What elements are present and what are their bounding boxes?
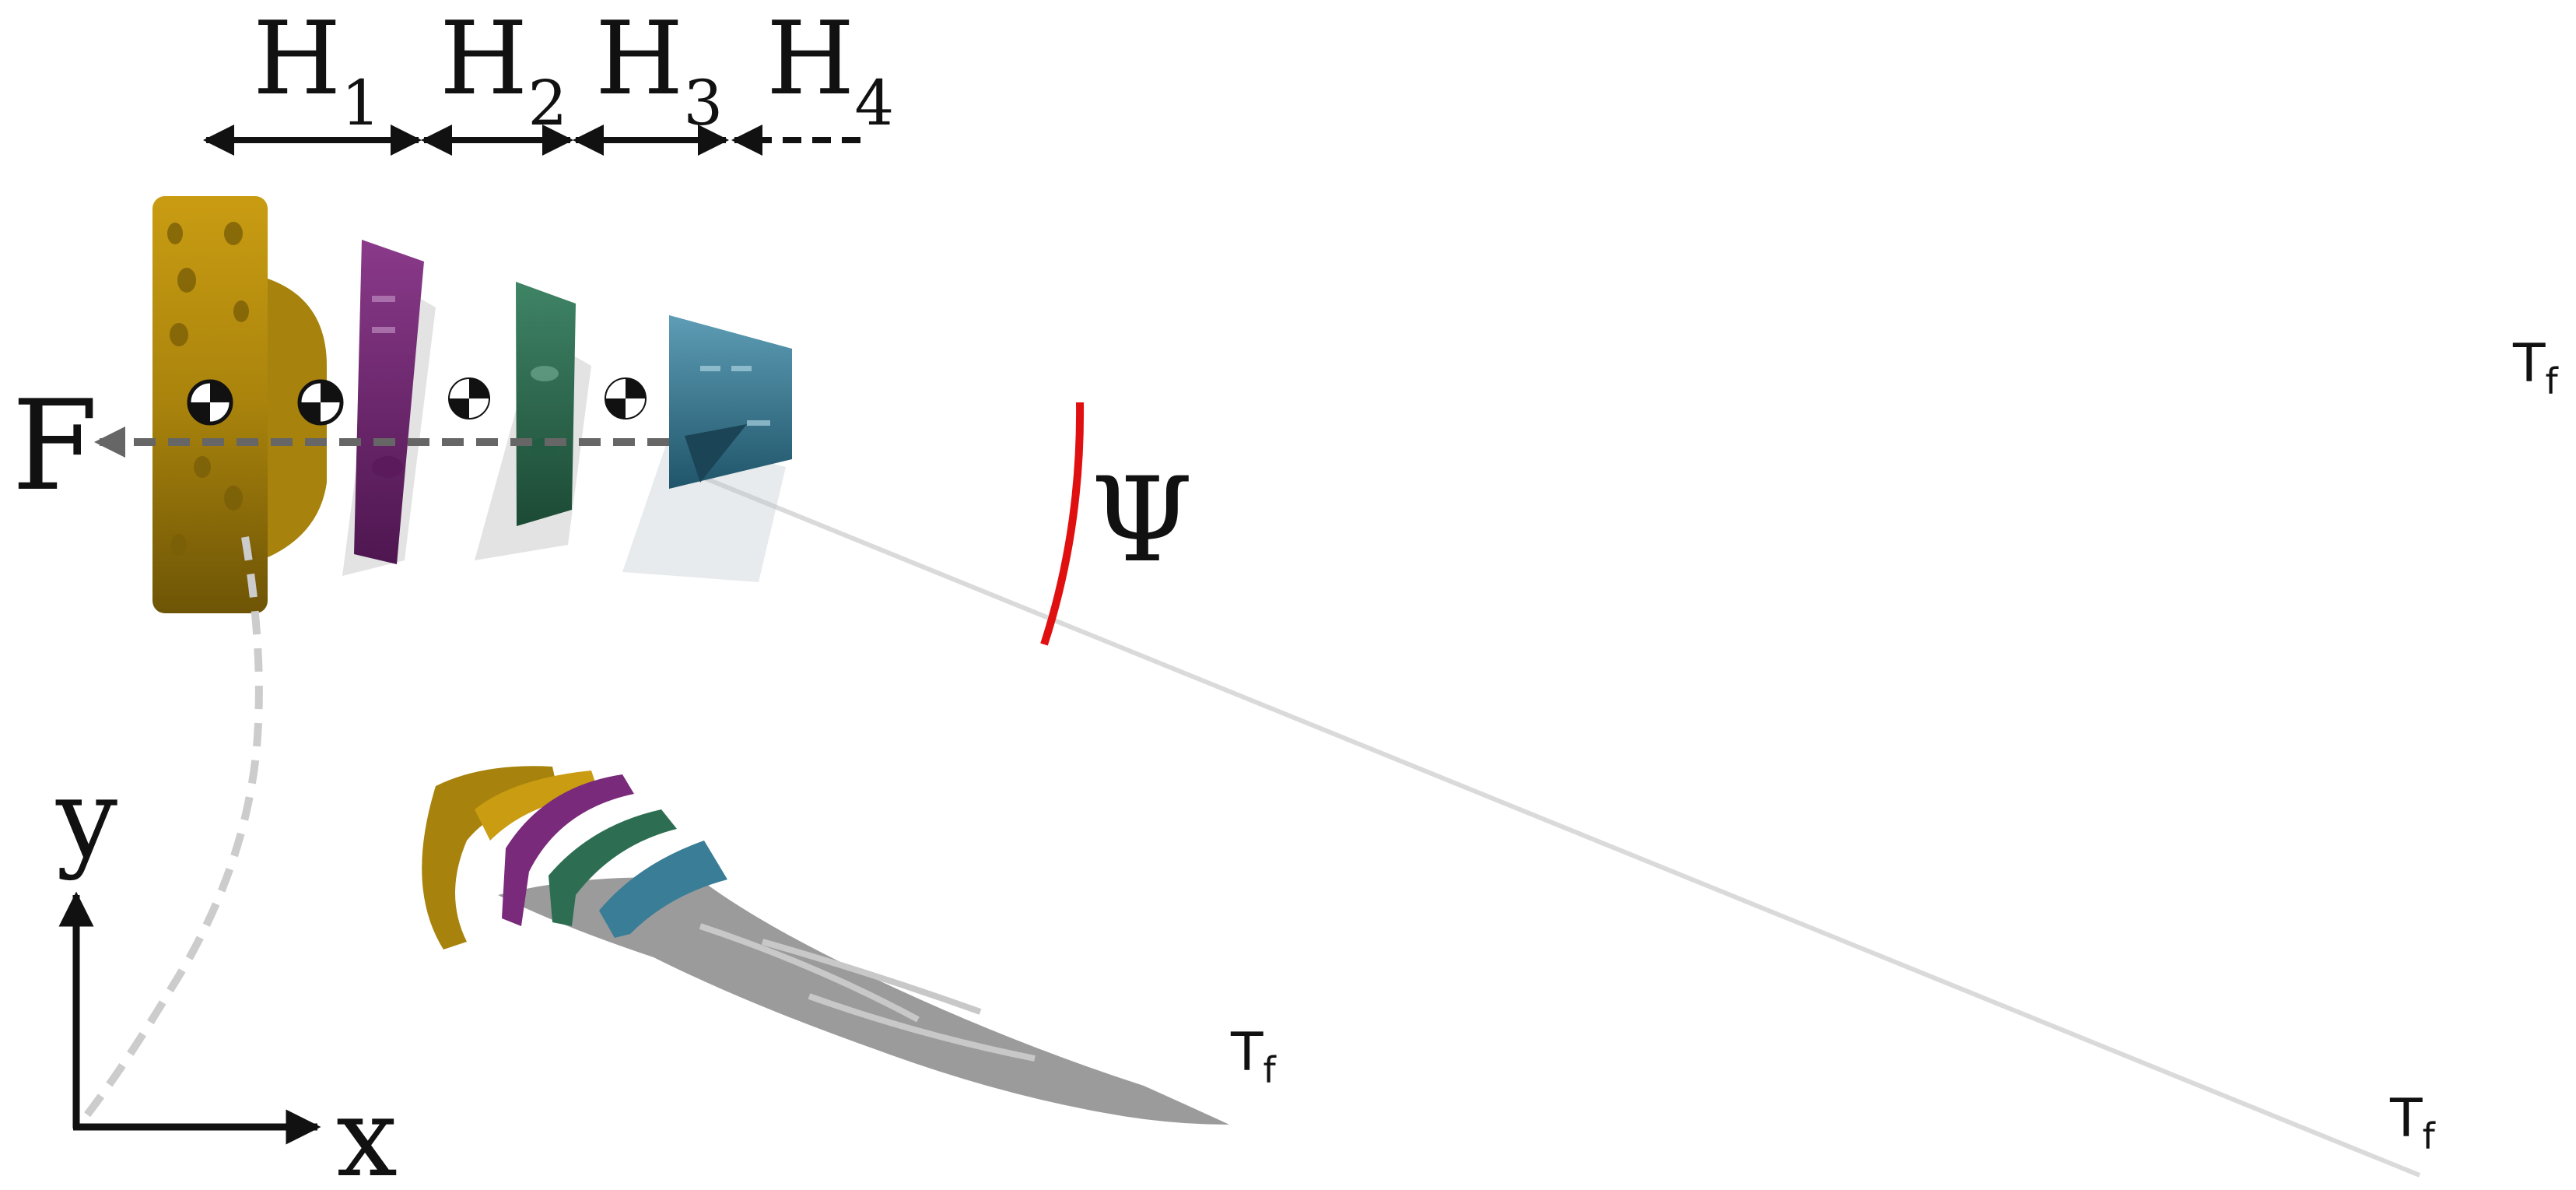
deflected-tail-line: [699, 474, 2421, 1178]
x-axis-label: x: [336, 1075, 398, 1190]
h3-label: H3: [595, 0, 723, 139]
head-dome: [261, 276, 327, 560]
iso-segment-2: [548, 809, 677, 926]
isometric-model: Tf: [422, 766, 1277, 1125]
force-label: F: [12, 373, 98, 518]
iso-tail-fin: [498, 877, 1229, 1125]
iso-segment-3: [599, 841, 727, 938]
iso-segment-1: [502, 774, 634, 926]
iso-head: [422, 766, 560, 950]
h2-label: H2: [440, 0, 567, 139]
angle-arc: [1040, 402, 1085, 646]
tail-3d-label: Tf: [1230, 1022, 1277, 1091]
center-of-mass-icon: [605, 377, 647, 419]
coordinate-axes: y x: [55, 756, 398, 1190]
h1-label: H1: [253, 0, 380, 139]
tail-top-label: Tf: [2512, 333, 2560, 402]
tail-bottom-label: Tf: [2389, 1088, 2437, 1157]
centers-of-mass: [187, 377, 647, 426]
center-of-mass-icon: [297, 379, 344, 426]
center-of-mass-icon: [448, 377, 490, 419]
center-of-mass-icon: [187, 379, 233, 426]
h4-label: H4: [766, 0, 894, 139]
force-arrow: F: [12, 373, 669, 518]
trajectory-dashed-curve: [82, 536, 263, 1120]
segment-3-teal: [669, 315, 792, 489]
y-axis-label: y: [55, 756, 117, 883]
deflection-angle: Ψ: [1040, 402, 1193, 646]
segment-2-green: [516, 282, 576, 526]
angle-label: Ψ: [1091, 453, 1193, 588]
segment-1-purple: [354, 240, 424, 564]
segment-length-dimensions: H1 H2 H3 H4: [203, 0, 894, 156]
